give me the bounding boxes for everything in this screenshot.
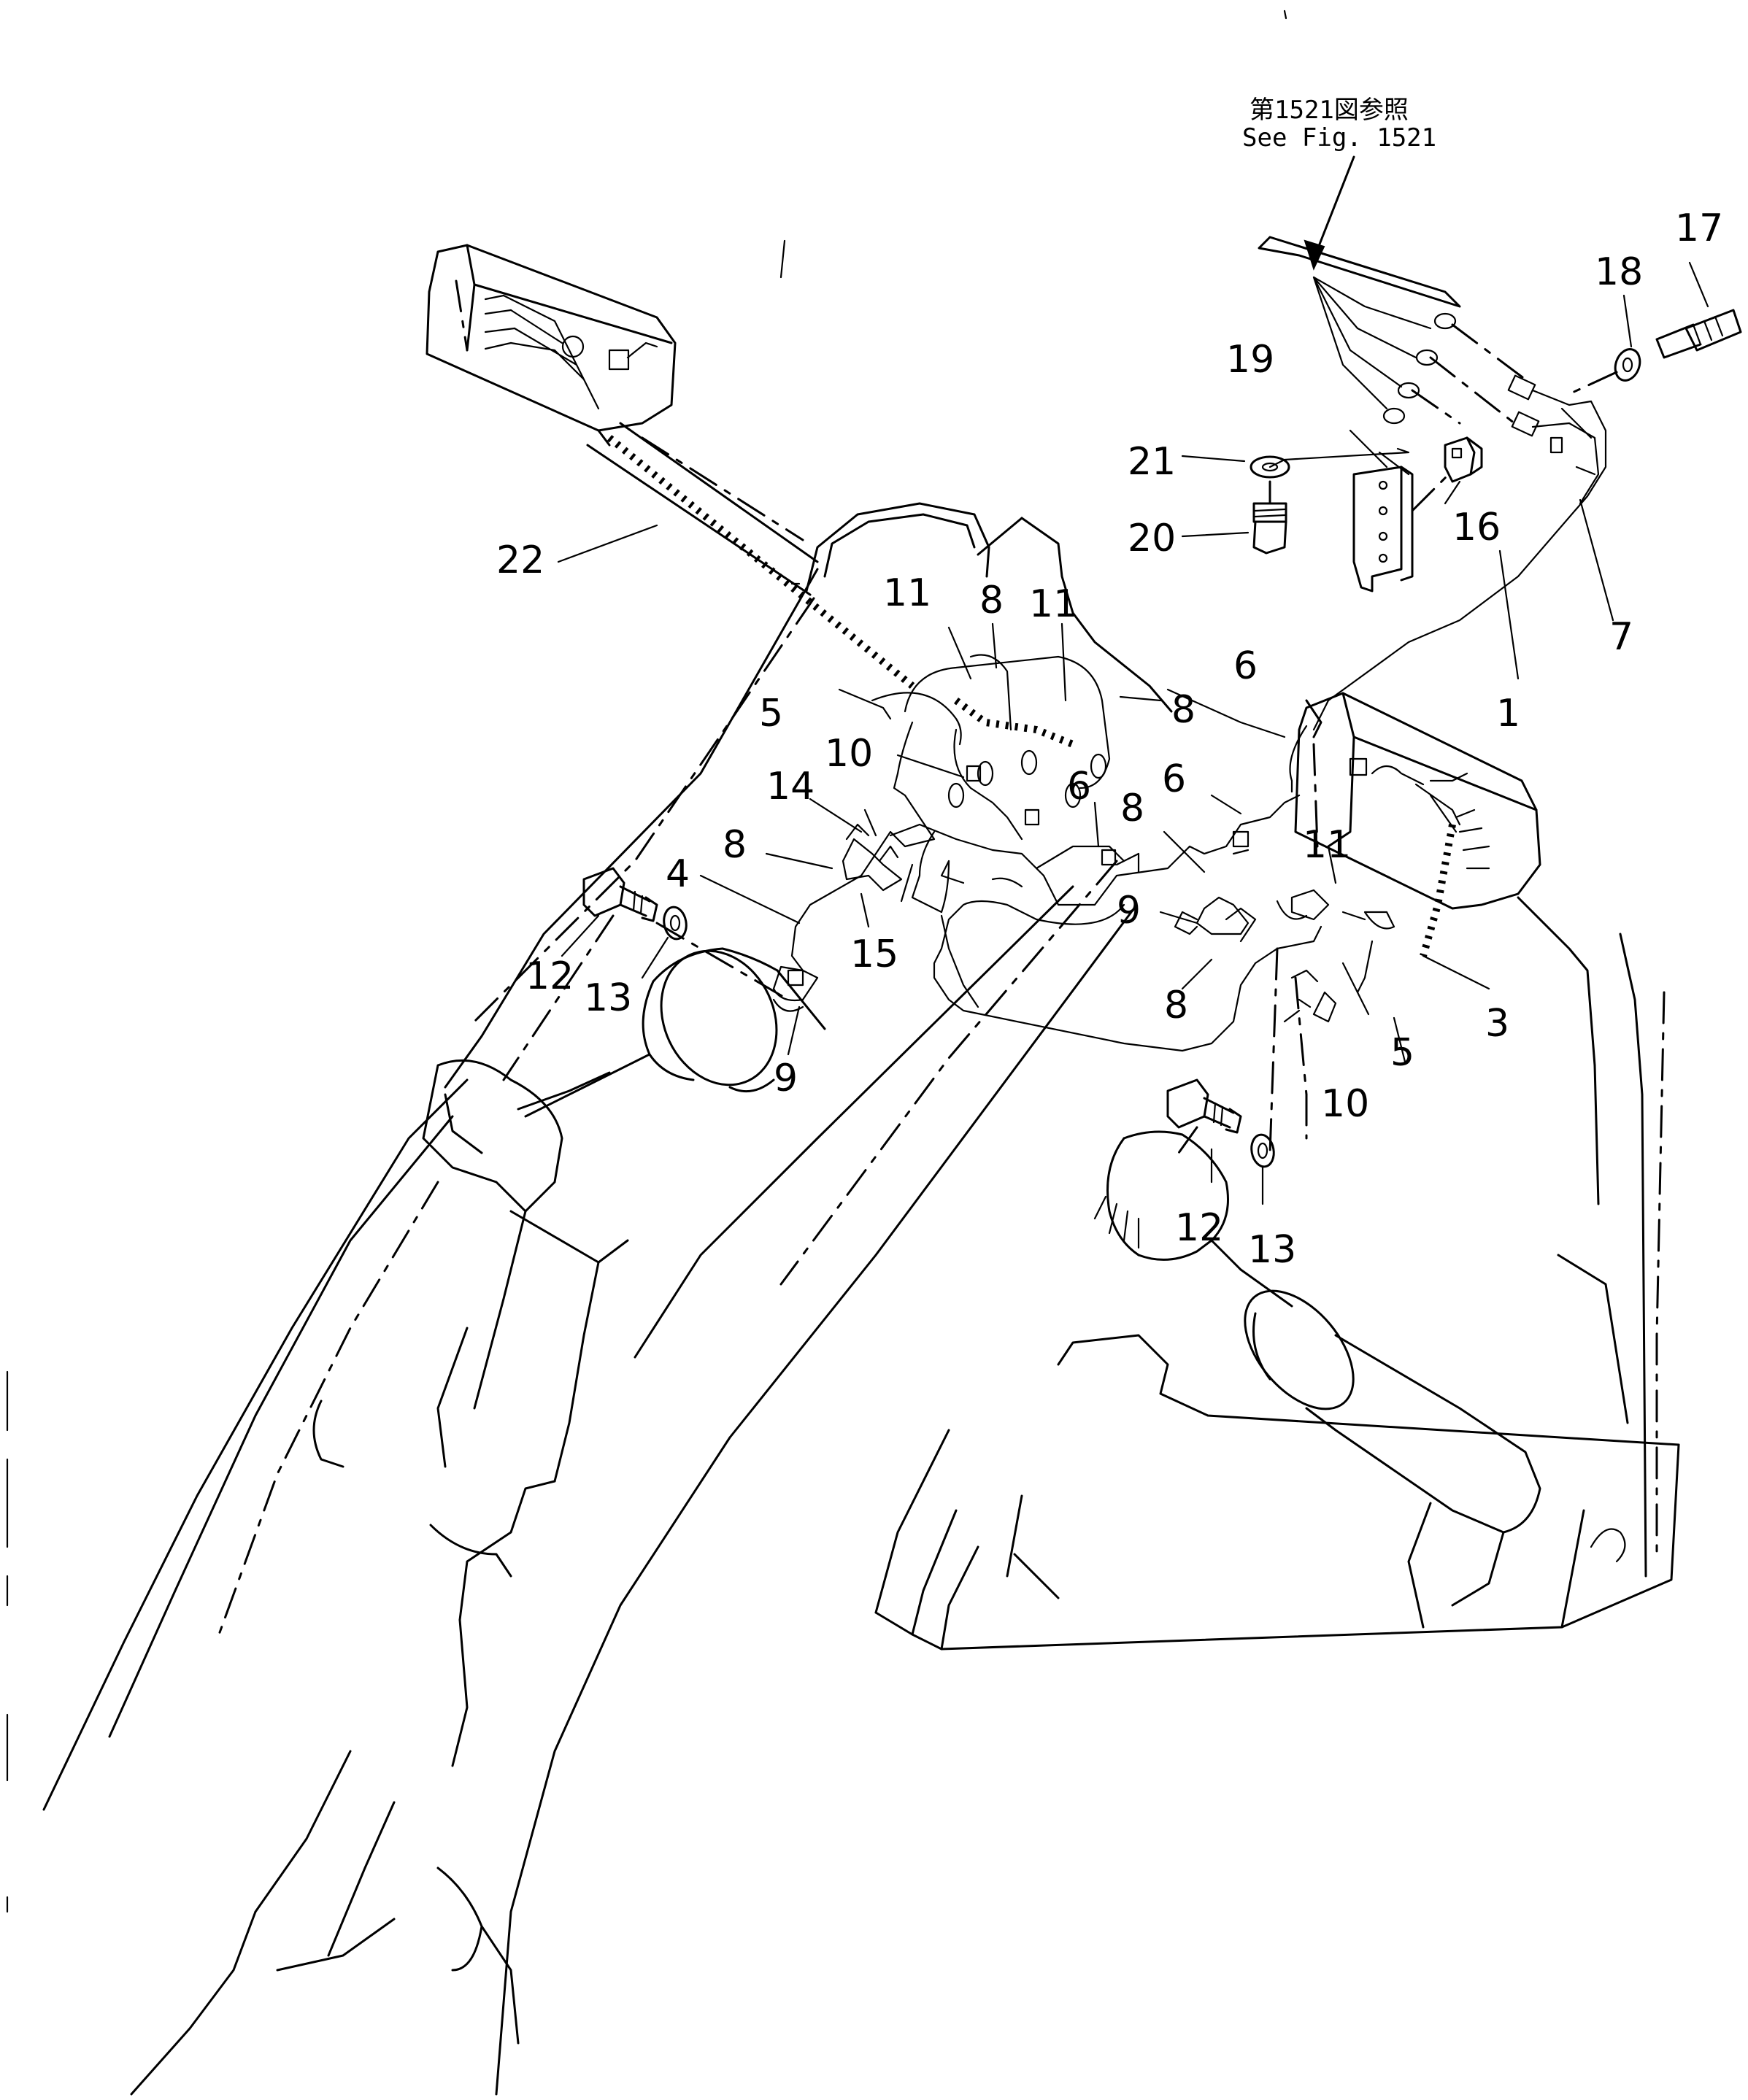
reference-note: 第1521図参照 See Fig. 1521	[1242, 96, 1436, 271]
bolt-17	[1655, 309, 1742, 359]
callout-8-top: 8	[979, 579, 1004, 622]
callout-6-lower: 6	[1067, 765, 1091, 808]
scan-marks	[6, 9, 1287, 1913]
callout-11-right: 11	[1303, 823, 1351, 867]
callout-11-mid: 11	[1029, 582, 1077, 626]
left-cylinder	[130, 947, 826, 2096]
callout-18: 18	[1595, 250, 1643, 294]
callout-11-left: 11	[883, 571, 931, 615]
callout-21: 21	[1128, 440, 1176, 484]
switch-16	[1411, 436, 1483, 512]
callout-5-right: 5	[1390, 1031, 1414, 1075]
bolt-12-right	[1166, 1078, 1242, 1134]
callout-12-left: 12	[525, 954, 574, 998]
callout-8-right: 8	[1171, 688, 1196, 732]
callout-20: 20	[1128, 517, 1176, 560]
callout-1: 1	[1496, 692, 1520, 736]
reference-note-english: See Fig. 1521	[1242, 123, 1436, 153]
bracket-19	[1268, 447, 1414, 592]
right-cylinder	[1093, 1130, 1541, 1629]
washer-13-right	[1250, 1133, 1275, 1168]
center-lines	[502, 914, 1279, 1154]
callout-7: 7	[1609, 615, 1633, 659]
leader-lines	[557, 239, 1709, 1205]
bolt-12-left	[582, 867, 658, 922]
callout-10-left: 10	[825, 732, 873, 776]
callout-10-right: 10	[1321, 1082, 1369, 1126]
callout-14: 14	[766, 765, 815, 808]
reference-arrow-line	[1312, 155, 1355, 260]
reference-arrow-head	[1304, 239, 1325, 271]
callout-15: 15	[850, 933, 898, 976]
boom-frame	[42, 502, 1680, 2096]
callout-6-top: 6	[1233, 644, 1258, 688]
callout-9-center: 9	[1117, 889, 1141, 933]
callout-13-left: 13	[584, 976, 632, 1020]
callout-labels: 1 3 4 5 5 6 6 6 7 8 8 8 8 8 9 9 10 10 11…	[496, 206, 1723, 1272]
harness-4	[772, 654, 1395, 1140]
callout-8-left: 8	[723, 823, 747, 867]
washer-13-left	[663, 906, 688, 941]
callout-13-right: 13	[1248, 1228, 1296, 1272]
callout-9-left: 9	[774, 1057, 798, 1100]
callout-17: 17	[1675, 206, 1723, 250]
callout-19: 19	[1226, 338, 1274, 382]
callout-22: 22	[496, 538, 544, 582]
reference-note-japanese: 第1521図参照	[1250, 96, 1409, 125]
callout-3: 3	[1485, 1002, 1509, 1046]
callout-4: 4	[666, 852, 690, 896]
callout-8-center: 8	[1120, 787, 1144, 830]
bolt-20	[1252, 480, 1287, 555]
callout-6-mid: 6	[1162, 757, 1186, 801]
harness-22	[586, 422, 915, 689]
callout-16: 16	[1452, 506, 1501, 549]
washer-21	[1250, 455, 1290, 479]
left-lamp-housing	[426, 244, 677, 447]
callout-12-right: 12	[1175, 1206, 1223, 1250]
washer-18	[1568, 348, 1641, 395]
harness-1	[1258, 236, 1607, 793]
callout-5-left: 5	[759, 692, 783, 736]
callout-8-lower: 8	[1164, 984, 1188, 1027]
